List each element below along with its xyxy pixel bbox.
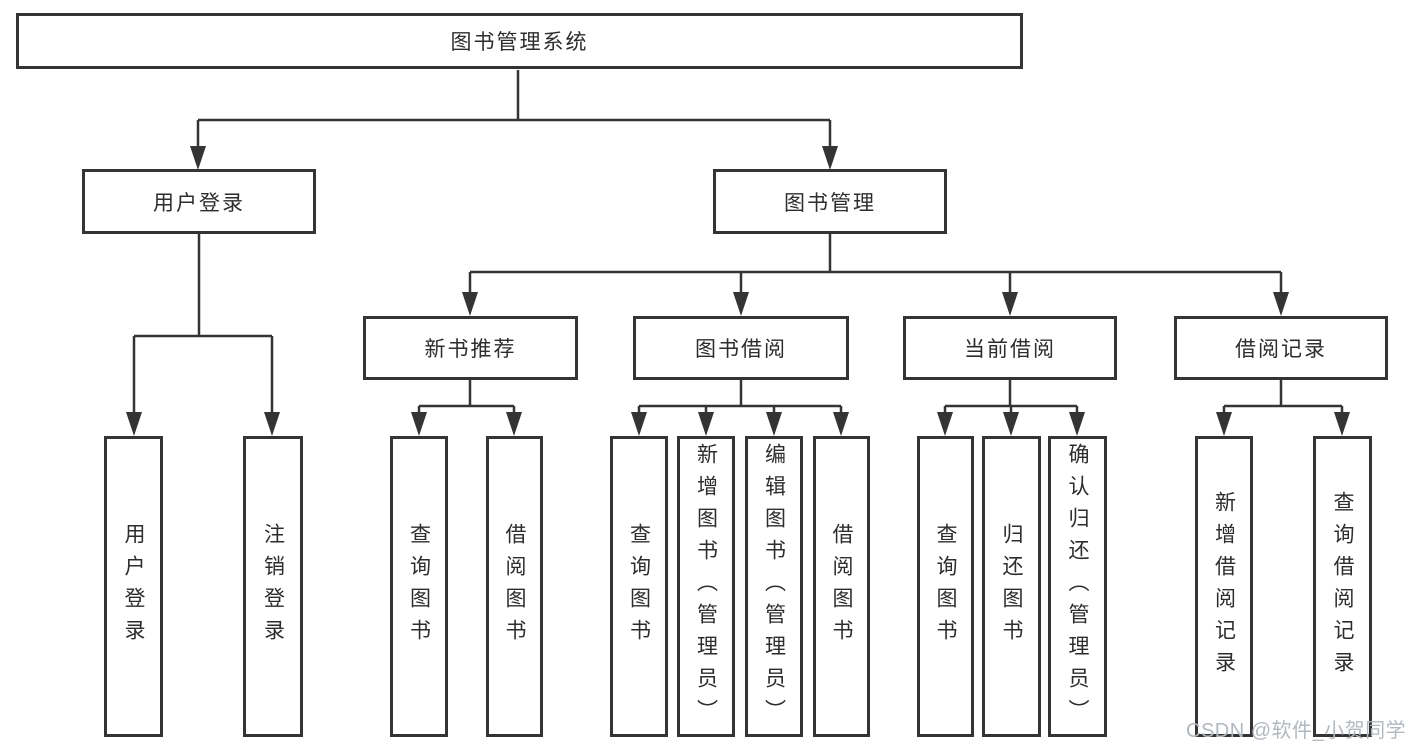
- group-label: 新书推荐: [424, 338, 517, 361]
- arrowhead-icon: [264, 412, 280, 436]
- leaf-borrow-book: 借阅图书: [813, 436, 870, 737]
- arrowhead-icon: [190, 146, 206, 170]
- leaf-label: 确认归还（管理员）: [1066, 442, 1089, 731]
- arrowhead-icon: [1216, 412, 1232, 436]
- leaf-label: 查询图书: [934, 522, 957, 651]
- group-borrow-records: 借阅记录: [1174, 316, 1388, 380]
- leaf-logout: 注销登录: [243, 436, 303, 737]
- leaf-return-book: 归还图书: [982, 436, 1041, 737]
- leaf-label: 借阅图书: [830, 522, 853, 651]
- arrowhead-icon: [1334, 412, 1350, 436]
- arrowhead-icon: [462, 292, 478, 316]
- arrowhead-icon: [937, 412, 953, 436]
- group-book-borrow: 图书借阅: [633, 316, 849, 380]
- arrowhead-icon: [733, 292, 749, 316]
- arrowhead-icon: [698, 412, 714, 436]
- arrowhead-icon: [1002, 292, 1018, 316]
- leaf-label: 借阅图书: [503, 522, 526, 651]
- csdn-watermark: CSDN @软件_小贺同学: [1186, 720, 1405, 742]
- leaf-query-borrow-record: 查询借阅记录: [1313, 436, 1372, 737]
- leaf-query-book: 查询图书: [917, 436, 974, 737]
- leaf-add-book-admin: 新增图书（管理员）: [677, 436, 735, 737]
- arrowhead-icon: [631, 412, 647, 436]
- leaf-label: 用户登录: [122, 522, 145, 651]
- group-label: 当前借阅: [964, 338, 1056, 361]
- leaf-label: 归还图书: [1000, 522, 1023, 651]
- arrowhead-icons: [126, 146, 1350, 436]
- leaf-borrow-book: 借阅图书: [486, 436, 543, 737]
- leaf-label: 查询借阅记录: [1331, 490, 1354, 683]
- group-new-book-recommend: 新书推荐: [363, 316, 578, 380]
- leaf-user-login: 用户登录: [104, 436, 163, 737]
- leaf-label: 查询图书: [407, 522, 431, 651]
- leaf-label: 注销登录: [261, 522, 285, 651]
- branch-label: 图书管理: [784, 191, 876, 215]
- group-current-borrow: 当前借阅: [903, 316, 1117, 380]
- leaf-edit-book-admin: 编辑图书（管理员）: [745, 436, 803, 737]
- leaf-label: 新增借阅记录: [1212, 490, 1236, 683]
- arrowhead-icon: [1069, 412, 1085, 436]
- group-label: 借阅记录: [1235, 338, 1327, 361]
- arrowhead-icon: [506, 412, 522, 436]
- leaf-confirm-return-admin: 确认归还（管理员）: [1048, 436, 1107, 737]
- leaf-label: 新增图书（管理员）: [694, 442, 718, 731]
- leaf-label: 查询图书: [627, 522, 651, 651]
- leaf-label: 编辑图书（管理员）: [762, 442, 786, 731]
- leaf-query-book: 查询图书: [390, 436, 448, 737]
- arrowhead-icon: [126, 412, 142, 436]
- root-node-label: 图书管理系统: [450, 31, 589, 54]
- root-node: 图书管理系统: [16, 13, 1023, 69]
- leaf-add-borrow-record: 新增借阅记录: [1195, 436, 1253, 737]
- arrowhead-icon: [411, 412, 427, 436]
- group-label: 图书借阅: [695, 338, 787, 361]
- arrowhead-icon: [822, 146, 838, 170]
- arrowhead-icon: [766, 412, 782, 436]
- branch-label: 用户登录: [153, 191, 245, 215]
- branch-user-login: 用户登录: [82, 169, 316, 234]
- arrowhead-icon: [1273, 292, 1289, 316]
- arrowhead-icon: [833, 412, 849, 436]
- arrowhead-icon: [1003, 412, 1019, 436]
- branch-book-management: 图书管理: [713, 169, 947, 234]
- leaf-query-book: 查询图书: [610, 436, 668, 737]
